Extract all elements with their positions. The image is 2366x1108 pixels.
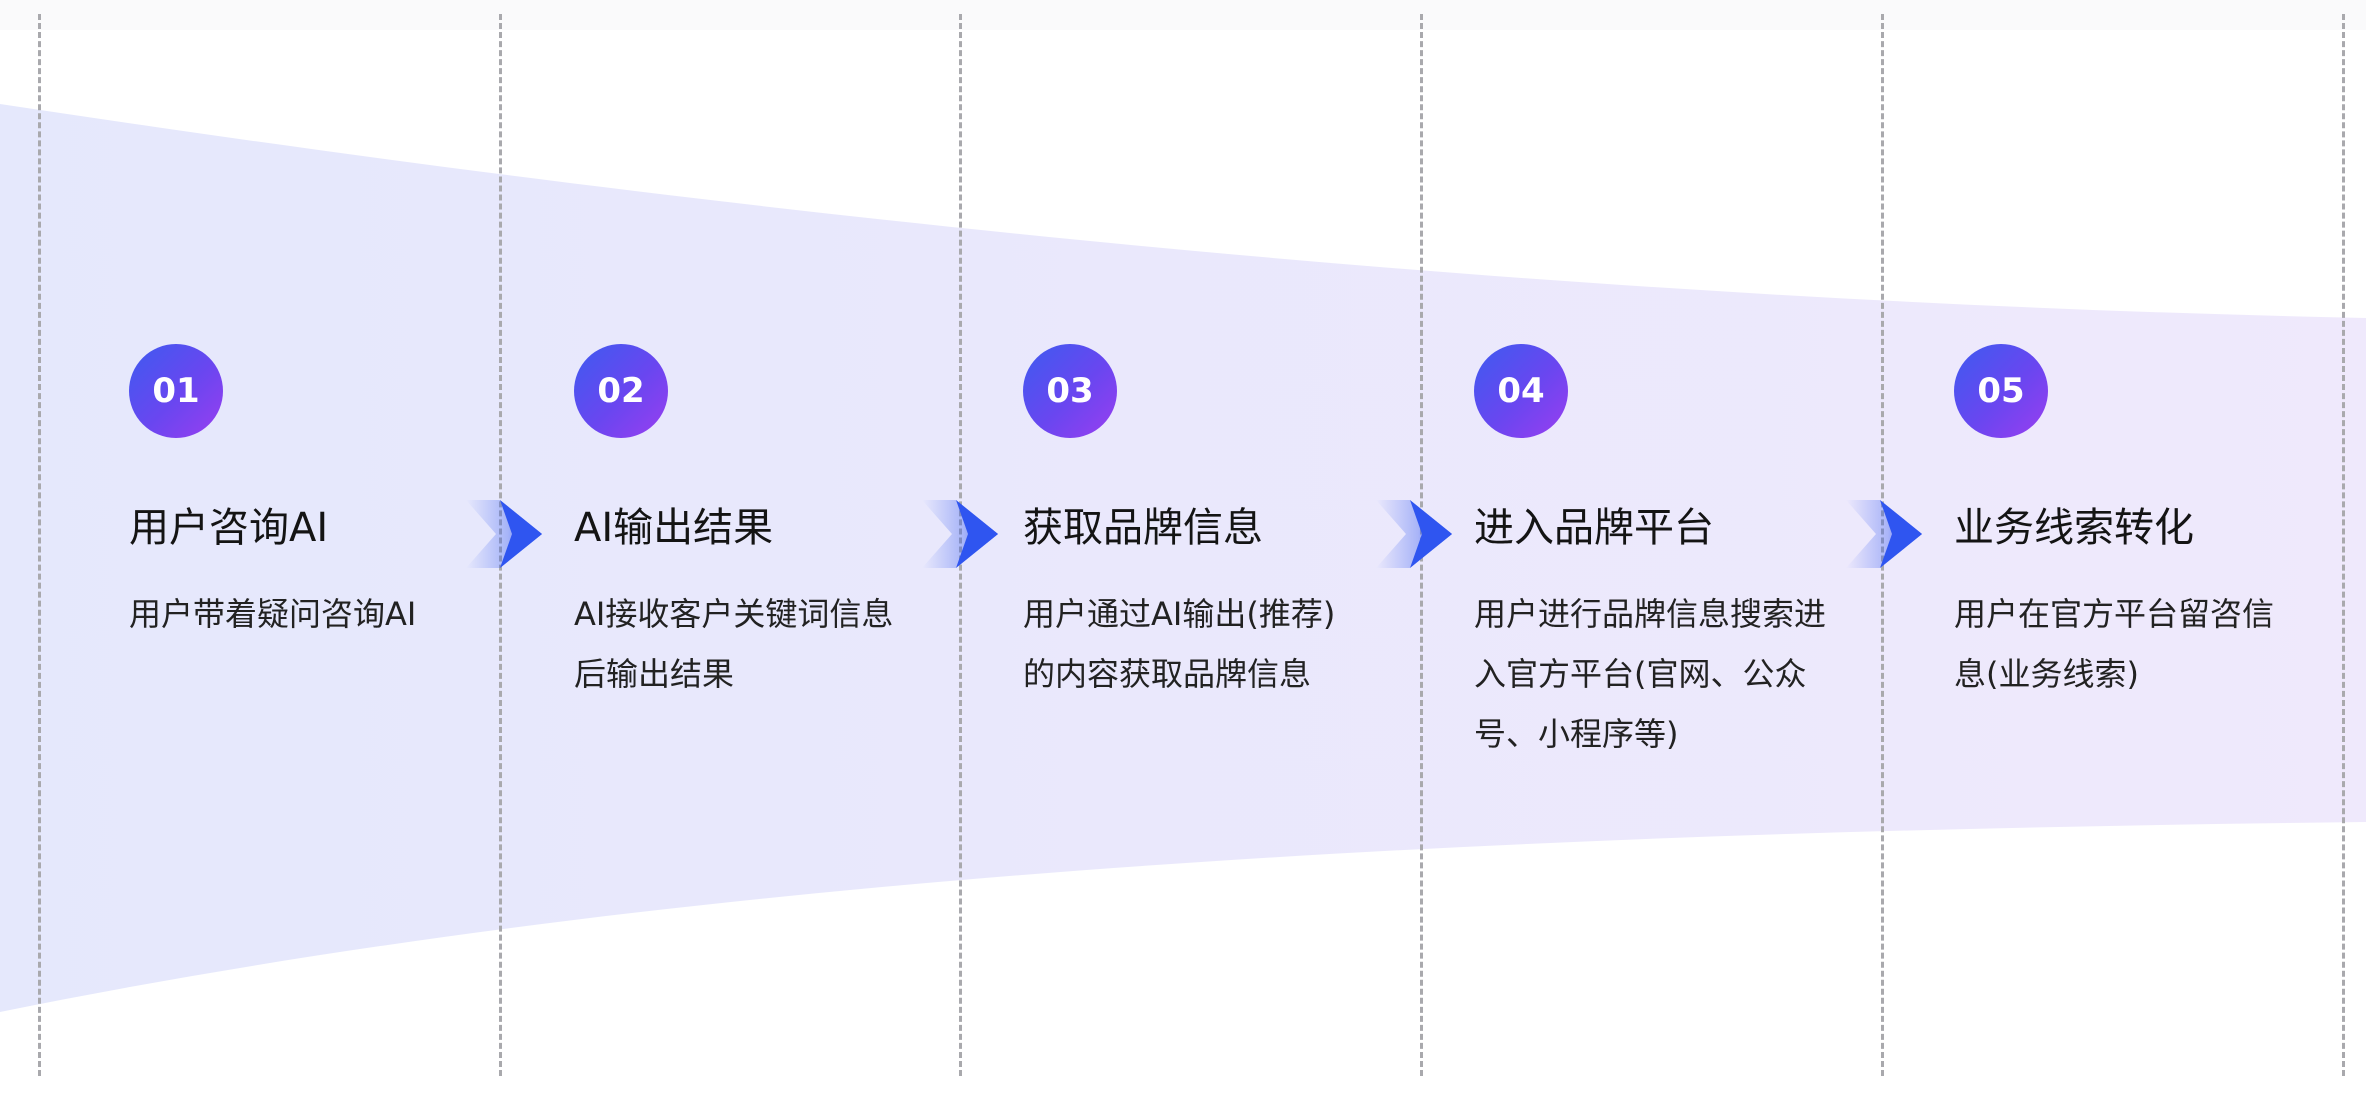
step-number-badge: 02	[574, 344, 668, 438]
step-2: 02 AI输出结果 AI接收客户关键词信息后输出结果	[574, 344, 994, 704]
step-number-badge: 04	[1474, 344, 1568, 438]
step-5: 05 业务线索转化 用户在官方平台留咨信息(业务线索)	[1954, 344, 2366, 704]
step-title: 获取品牌信息	[1023, 505, 1263, 551]
arrow-right-icon	[922, 500, 998, 568]
step-number-badge: 03	[1023, 344, 1117, 438]
step-number-badge: 01	[129, 344, 223, 438]
step-description: AI接收客户关键词信息后输出结果	[574, 595, 894, 693]
step-description: 用户在官方平台留咨信息(业务线索)	[1954, 595, 2275, 693]
step-title: 业务线索转化	[1954, 505, 2194, 551]
step-title: 进入品牌平台	[1474, 505, 1714, 551]
step-3: 03 获取品牌信息 用户通过AI输出(推荐)的内容获取品牌信息	[1023, 344, 1443, 704]
column-divider	[2342, 14, 2345, 1076]
step-description: 用户进行品牌信息搜索进入官方平台(官网、公众号、小程序等)	[1474, 595, 1827, 753]
step-4: 04 进入品牌平台 用户进行品牌信息搜索进入官方平台(官网、公众号、小程序等)	[1474, 344, 1894, 764]
step-number-badge: 05	[1954, 344, 2048, 438]
arrow-right-icon	[1376, 500, 1452, 568]
step-title: 用户咨询AI	[129, 505, 329, 551]
arrow-right-icon	[1846, 500, 1922, 568]
column-divider	[38, 14, 41, 1076]
step-1: 01 用户咨询AI 用户带着疑问咨询AI	[129, 344, 549, 644]
step-description: 用户通过AI输出(推荐)的内容获取品牌信息	[1023, 595, 1336, 693]
step-title: AI输出结果	[574, 505, 774, 551]
arrow-right-icon	[466, 500, 542, 568]
step-description: 用户带着疑问咨询AI	[129, 595, 417, 633]
